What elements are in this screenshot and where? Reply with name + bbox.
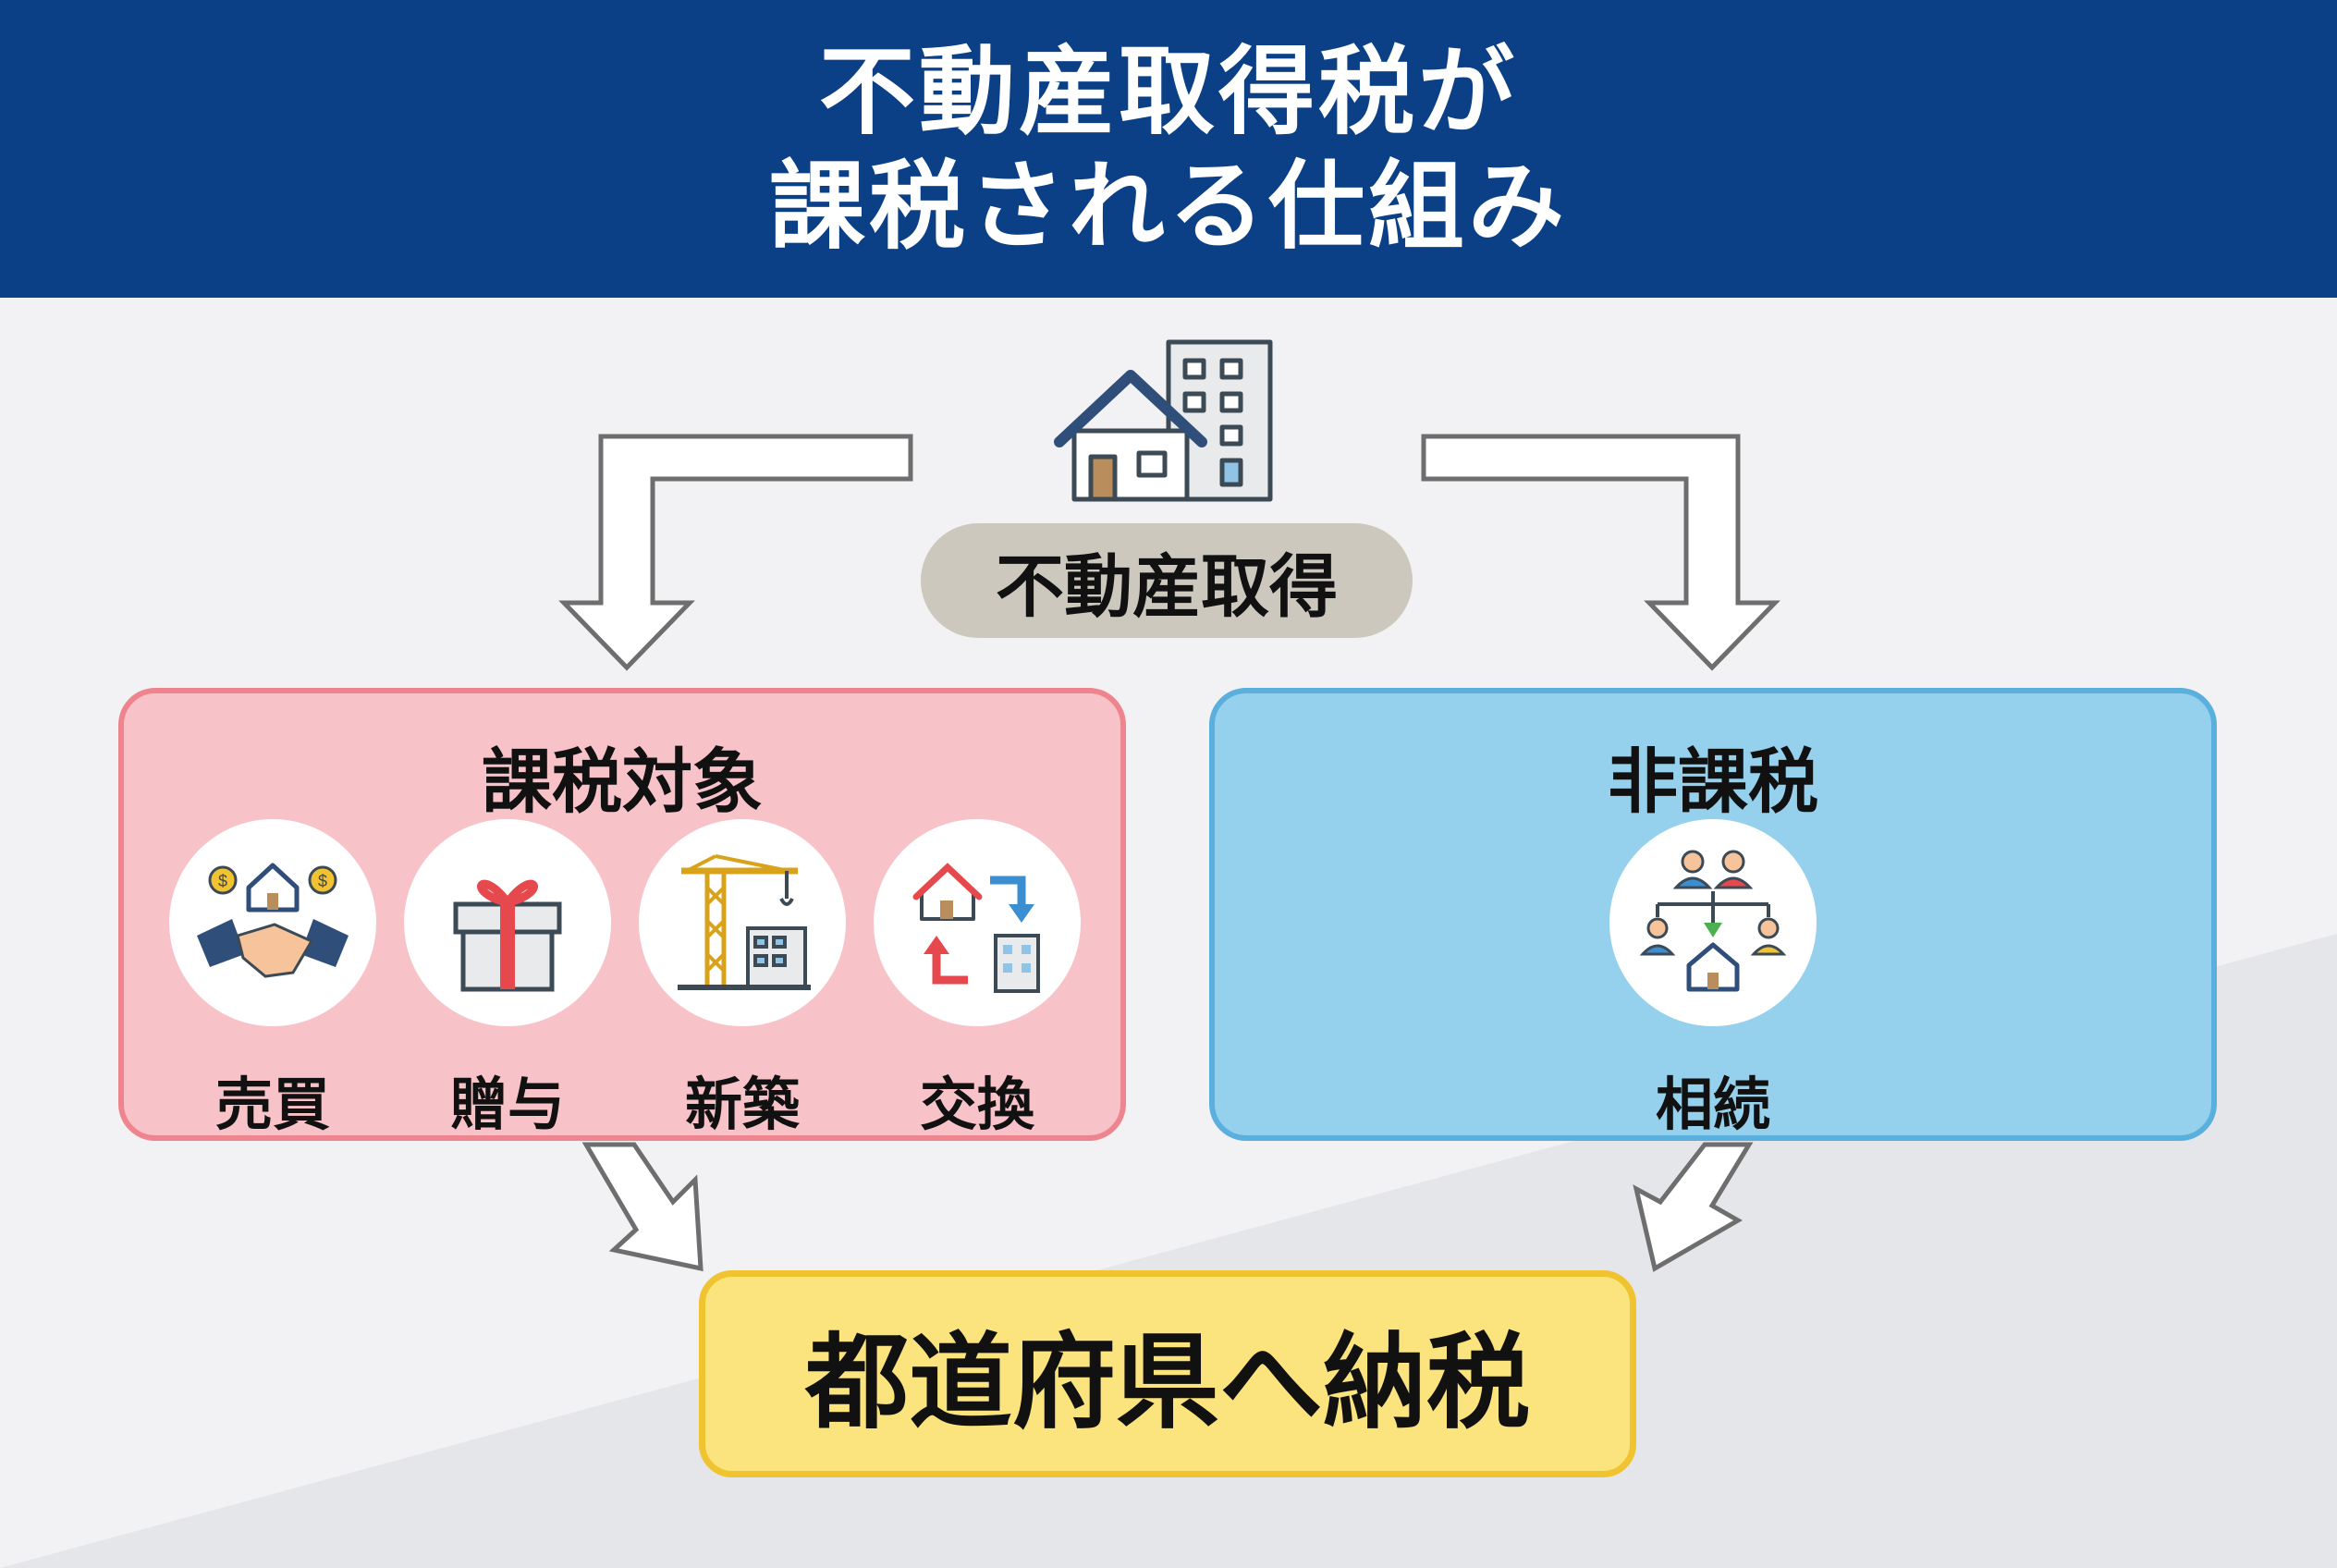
taxable-item-new-construction: 新築: [638, 819, 847, 1141]
arrow-nontaxable-to-result: [1633, 1142, 1754, 1272]
construction-crane-icon: [639, 819, 846, 1026]
taxable-item-label: 新築: [684, 1071, 800, 1138]
svg-text:$: $: [218, 872, 227, 890]
handshake-icon: $ $: [169, 819, 376, 1026]
gift-icon: [404, 819, 611, 1026]
taxable-item-gift: 贈与: [403, 819, 612, 1141]
nontaxable-item-label: 相続: [1655, 1071, 1770, 1138]
title-line-2: 課税される仕組み: [768, 150, 1568, 263]
taxable-panel: 課税対象 $ $ 売買 贈与: [118, 688, 1126, 1141]
arrow-taxable-to-result: [581, 1142, 704, 1272]
taxable-item-exchange: 交換: [873, 819, 1082, 1141]
arrow-to-nontaxable: [1421, 434, 1780, 671]
taxable-item-sale: $ $ 売買: [168, 819, 377, 1141]
nontaxable-item-inheritance: 相続: [1609, 819, 1817, 1141]
taxable-item-label: 売買: [214, 1071, 330, 1138]
arrow-to-taxable: [558, 434, 913, 671]
title-line-1: 不動産取得税が: [818, 35, 1518, 148]
nontaxable-panel: 非課税 相続: [1209, 688, 2217, 1141]
svg-text:$: $: [318, 872, 327, 890]
exchange-icon: [874, 819, 1081, 1026]
house-and-building-icon: [1054, 333, 1285, 508]
nontaxable-title: 非課税: [1608, 741, 1818, 823]
real-estate-acquisition-pill: 不動産取得: [921, 523, 1413, 638]
header-banner: 不動産取得税が 課税される仕組み: [0, 0, 2337, 298]
taxable-item-label: 交換: [919, 1071, 1034, 1138]
taxable-item-label: 贈与: [449, 1071, 565, 1138]
pay-to-prefecture-box: 都道府県へ納税: [699, 1270, 1636, 1477]
taxable-title: 課税対象: [482, 741, 763, 823]
inheritance-icon: [1609, 819, 1817, 1026]
